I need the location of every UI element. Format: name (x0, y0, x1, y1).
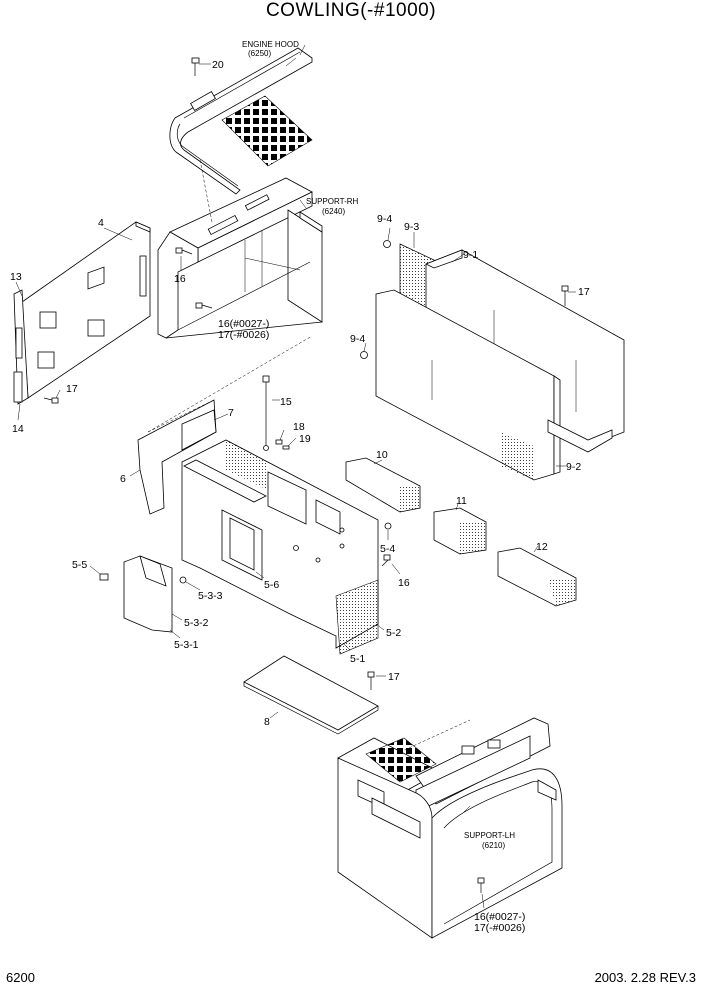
callout-6: 6 (120, 473, 126, 485)
callout-16-serial-lh: 16(#0027-) (474, 911, 525, 923)
engine-hood-code: (6250) (248, 49, 271, 58)
callout-15: 15 (280, 396, 292, 408)
callout-11: 11 (456, 495, 467, 507)
callout-19: 19 (299, 433, 311, 445)
callout-17-left: 17 (66, 383, 78, 395)
engine-hood-label: ENGINE HOOD (242, 40, 299, 49)
callout-5-5: 5-5 (72, 559, 87, 571)
callout-17-serial-lh: 17(-#0026) (474, 922, 525, 934)
pad-10 (345, 457, 421, 513)
callout-13: 13 (10, 271, 22, 283)
bolt-16-17-rh-bottom (195, 302, 213, 309)
nut-5-4 (384, 522, 392, 530)
bolt-16-rh (175, 247, 193, 255)
callout-5-3-3: 5-3-3 (198, 590, 223, 602)
side-cover-4 (13, 221, 151, 405)
panel-5-2 (335, 579, 379, 655)
cover-5-3-1 (123, 555, 173, 633)
bolt-17-left (43, 397, 59, 404)
callout-16-serial-rh: 16(#0027-) (218, 318, 269, 330)
page-title: COWLING(-#1000) (265, 0, 437, 21)
callout-20: 20 (212, 59, 224, 71)
callout-16-rh: 16 (174, 273, 186, 285)
engine-hood-part (169, 44, 313, 195)
support-lh-label: SUPPORT-LH (464, 831, 515, 840)
callout-16-center: 16 (398, 577, 410, 589)
bulkhead-5-1 (181, 439, 379, 649)
bolt-17-right (561, 285, 569, 306)
callout-18: 18 (293, 421, 305, 433)
support-lh-part (337, 717, 563, 939)
nut-9-4-top (383, 240, 391, 248)
support-rh-part (157, 159, 323, 339)
nut-5-3-3 (179, 576, 187, 584)
washer-18-19 (275, 439, 290, 450)
callout-5-4: 5-4 (380, 543, 395, 555)
bolt-15 (262, 375, 270, 451)
callout-9-1: 9-1 (463, 249, 478, 261)
support-rh-label: SUPPORT-RH (306, 197, 359, 206)
callout-14: 14 (12, 423, 24, 435)
callout-12: 12 (536, 541, 548, 553)
callout-5-6: 5-6 (264, 579, 279, 591)
bolt-17-plate (367, 671, 375, 690)
callout-5-1: 5-1 (350, 653, 365, 665)
plate-7 (181, 409, 217, 451)
callout-9-3: 9-3 (404, 221, 419, 233)
callout-9-2: 9-2 (566, 461, 581, 473)
support-rh-code: (6240) (322, 207, 345, 216)
callout-7: 7 (228, 407, 234, 419)
bolt-16-center (381, 554, 391, 567)
callout-9-4-top: 9-4 (377, 213, 392, 225)
callout-5-3-2: 5-3-2 (184, 617, 209, 629)
pad-12 (497, 547, 577, 607)
plate-8 (243, 655, 379, 735)
bolt-20 (191, 57, 211, 76)
callout-5-2: 5-2 (386, 627, 401, 639)
callout-4: 4 (98, 217, 104, 229)
leader-lines (15, 57, 576, 909)
bolt-16-17-lh (477, 877, 485, 893)
page-number: 6200 (6, 970, 35, 985)
callout-17-right: 17 (578, 286, 590, 298)
panel-9-2 (375, 289, 613, 481)
callout-17-plate: 17 (388, 671, 400, 683)
date-revision: 2003. 2.28 REV.3 (595, 970, 696, 985)
callout-17-serial-rh: 17(-#0026) (218, 329, 269, 341)
support-lh-code: (6210) (482, 841, 505, 850)
callout-5-3-1: 5-3-1 (174, 639, 199, 651)
bolt-5-5 (99, 573, 109, 581)
callout-9-4-bottom: 9-4 (350, 333, 365, 345)
callout-10: 10 (376, 449, 388, 461)
nut-9-4-bottom (360, 351, 368, 359)
callout-8: 8 (264, 716, 270, 728)
pad-11 (433, 507, 487, 555)
